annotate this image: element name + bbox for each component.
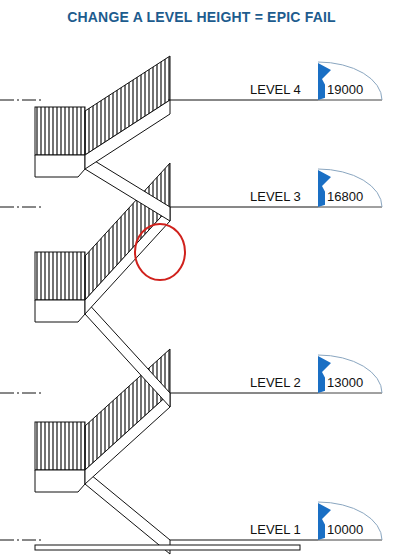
level-name: LEVEL 4 xyxy=(250,82,301,98)
elevation-value: 19000 xyxy=(325,82,365,98)
level-lines xyxy=(0,62,382,540)
level-name: LEVEL 3 xyxy=(250,189,301,205)
elevation-value: 16800 xyxy=(325,189,365,205)
stair-flights xyxy=(35,56,170,554)
level-name: LEVEL 1 xyxy=(250,522,301,538)
elevation-value: 13000 xyxy=(325,375,365,391)
heading: CHANGE A LEVEL HEIGHT = EPIC FAIL xyxy=(67,9,336,25)
problem-circle xyxy=(135,224,185,280)
level-name: LEVEL 2 xyxy=(250,375,301,391)
floor-slab xyxy=(35,545,300,550)
elevation-value: 10000 xyxy=(325,522,365,538)
